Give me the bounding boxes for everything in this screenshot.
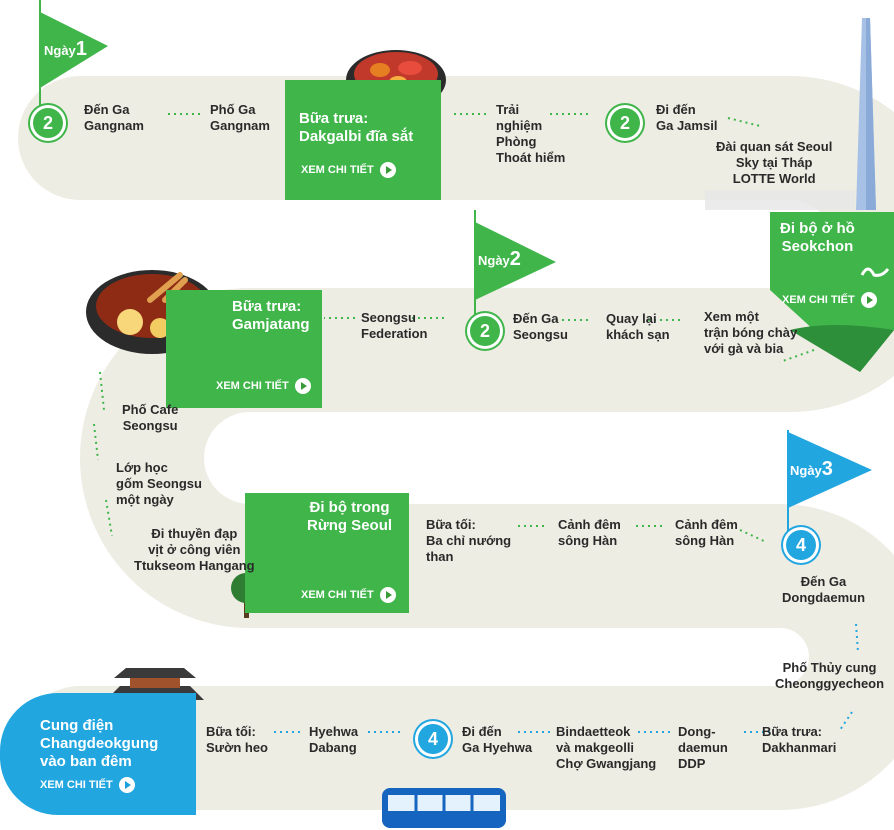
stop-baseball: Xem một trận bóng chày với gà và bia <box>704 309 798 356</box>
palace-detail-button[interactable]: XEM CHI TIẾT <box>40 777 135 793</box>
gamjatang-panel: Bữa trưa: Gamjatang XEM CHI TIẾT <box>166 290 322 408</box>
flag-day3 <box>787 430 872 534</box>
gamjatang-detail-button[interactable]: XEM CHI TIẾT <box>216 378 311 394</box>
stop-gangnam-station: Đến Ga Gangnam <box>84 102 144 133</box>
stop-hotel: Quay lại khách sạn <box>606 311 670 342</box>
stop-ddp: Dong- daemun DDP <box>678 724 728 771</box>
forest-panel: Đi bộ trong Rừng Seoul XEM CHI TIẾT <box>245 493 409 613</box>
day2-flag-label: Ngày2 <box>478 248 521 270</box>
line2-badge: 2 <box>610 108 640 138</box>
route-road <box>18 76 894 810</box>
stop-pottery: Lớp học gốm Seongsu một ngày <box>116 460 202 507</box>
stop-dinner-galbi: Bữa tối: Sườn heo <box>206 724 268 755</box>
play-icon <box>379 162 396 178</box>
stop-han-night-1: Cảnh đêm sông Hàn <box>558 517 621 548</box>
line2-badge: 2 <box>470 316 500 346</box>
flag-day2 <box>474 210 556 320</box>
stop-cheonggyecheon: Phố Thủy cung Cheonggyecheon <box>775 660 885 691</box>
forest-title: Đi bộ trong Rừng Seoul <box>307 499 393 534</box>
stop-seongsu-federation: Seongsu Federation <box>361 310 428 341</box>
stop-hyehwa-dabang: Hyehwa Dabang <box>309 724 359 755</box>
stop-han-night-2: Cảnh đêm sông Hàn <box>675 517 738 548</box>
play-icon <box>379 587 396 603</box>
palace-title: Cung điện Changdeokgung vào ban đêm <box>40 717 159 770</box>
seokchon-detail-button[interactable]: XEM CHI TIẾT <box>782 292 877 308</box>
stop-dakhanmari: Bữa trưa: Dakhanmari <box>762 724 837 755</box>
gamjatang-title: Bữa trưa: Gamjatang <box>232 298 310 333</box>
stop-gangnam-street: Phố Ga Gangnam <box>210 102 270 133</box>
stop-lotte-tower: Đài quan sát Seoul Sky tại Tháp LOTTE Wo… <box>716 139 833 186</box>
dakgalbi-panel: Bữa trưa: Dakgalbi đĩa sắt XEM CHI TIẾT <box>285 80 441 200</box>
day1-flag-label: Ngày1 <box>44 38 87 60</box>
stop-dinner-samgyeopsal: Bữa tối: Ba chỉ nướng than <box>426 517 512 564</box>
stop-hyehwa-station: Đi đến Ga Hyehwa <box>462 724 533 755</box>
play-icon <box>118 777 135 793</box>
play-icon <box>294 378 311 394</box>
stop-gwangjang: Bindaetteok và makgeolli Chợ Gwangjang <box>556 724 657 771</box>
seokchon-panel-bg <box>770 212 894 372</box>
line4-badge: 4 <box>418 724 448 754</box>
palace-panel: Cung điện Changdeokgung vào ban đêm XEM … <box>0 693 196 815</box>
forest-detail-button[interactable]: XEM CHI TIẾT <box>301 587 396 603</box>
stop-dongdaemun-station: Đến Ga Dongdaemun <box>782 574 866 605</box>
stop-jamsil: Đi đến Ga Jamsil <box>656 102 718 133</box>
day3-flag-label: Ngày3 <box>790 458 833 480</box>
dakgalbi-title: Bữa trưa: Dakgalbi đĩa sắt <box>299 110 414 145</box>
play-icon <box>860 292 877 308</box>
dakgalbi-detail-button[interactable]: XEM CHI TIẾT <box>301 162 396 178</box>
seokchon-title: Đi bộ ở hồ Seokchon <box>780 220 855 255</box>
flag-day1 <box>39 0 108 108</box>
route-connectors-green <box>93 113 815 543</box>
stop-seongsu-station: Đến Ga Seongsu <box>513 311 568 342</box>
line2-badge: 2 <box>33 108 63 138</box>
line4-badge: 4 <box>786 530 816 560</box>
bus-illustration <box>382 788 506 828</box>
route-connectors-blue <box>270 623 859 733</box>
stop-duck-boat: Đi thuyền đạp vịt ở công viên Ttukseom H… <box>134 526 255 573</box>
lotte-tower-illustration <box>705 18 876 210</box>
stop-escape-room: Trải nghiệm Phòng Thoát hiểm <box>496 102 566 165</box>
stop-cafe-street: Phố Cafe Seongsu <box>122 402 179 433</box>
